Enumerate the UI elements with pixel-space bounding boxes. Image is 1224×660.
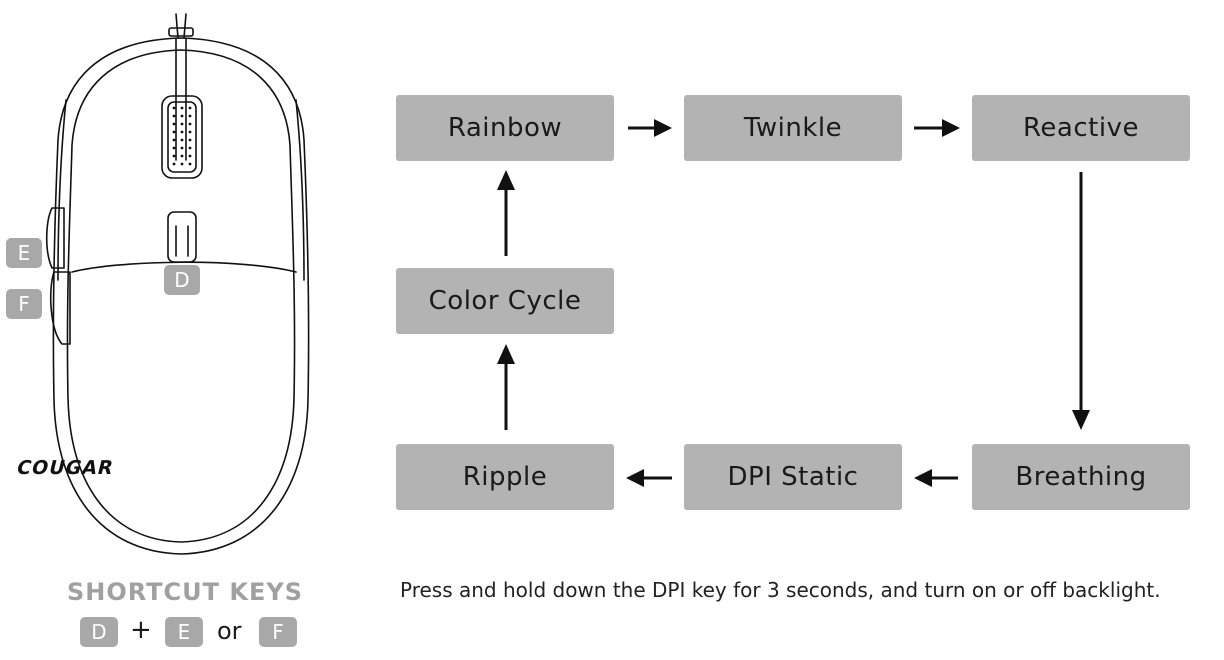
button-seam — [175, 37, 187, 161]
mode-ripple: Ripple — [396, 444, 614, 510]
mouse-shell — [52, 37, 310, 555]
dpi-button — [167, 211, 197, 263]
shortcut-keys-title: SHORTCUT KEYS — [66, 578, 304, 606]
side-key-e-badge: E — [6, 238, 42, 268]
shortcut-key-f: F — [259, 617, 297, 647]
side-key-f-badge: F — [6, 289, 42, 319]
shortcut-plus: + — [130, 615, 152, 645]
palm-seam — [71, 261, 297, 273]
scroll-wheel — [161, 95, 203, 179]
mode-reactive: Reactive — [972, 95, 1190, 161]
dpi-key-badge: D — [164, 265, 200, 295]
mode-dpi-static: DPI Static — [684, 444, 902, 510]
mode-twinkle: Twinkle — [684, 95, 902, 161]
side-button-forward — [45, 207, 65, 269]
backlight-note: Press and hold down the DPI key for 3 se… — [400, 578, 1161, 602]
brand-logo: COUGAR — [14, 456, 116, 479]
shortcut-or: or — [217, 617, 242, 645]
scroll-wheel-texture — [172, 106, 192, 166]
cable-connector — [168, 27, 194, 37]
cable — [175, 13, 187, 39]
shortcut-key-e: E — [165, 617, 203, 647]
mode-color-cycle: Color Cycle — [396, 268, 614, 334]
mode-breathing: Breathing — [972, 444, 1190, 510]
shortcut-key-d: D — [80, 617, 118, 647]
mode-rainbow: Rainbow — [396, 95, 614, 161]
side-button-back — [49, 271, 71, 345]
